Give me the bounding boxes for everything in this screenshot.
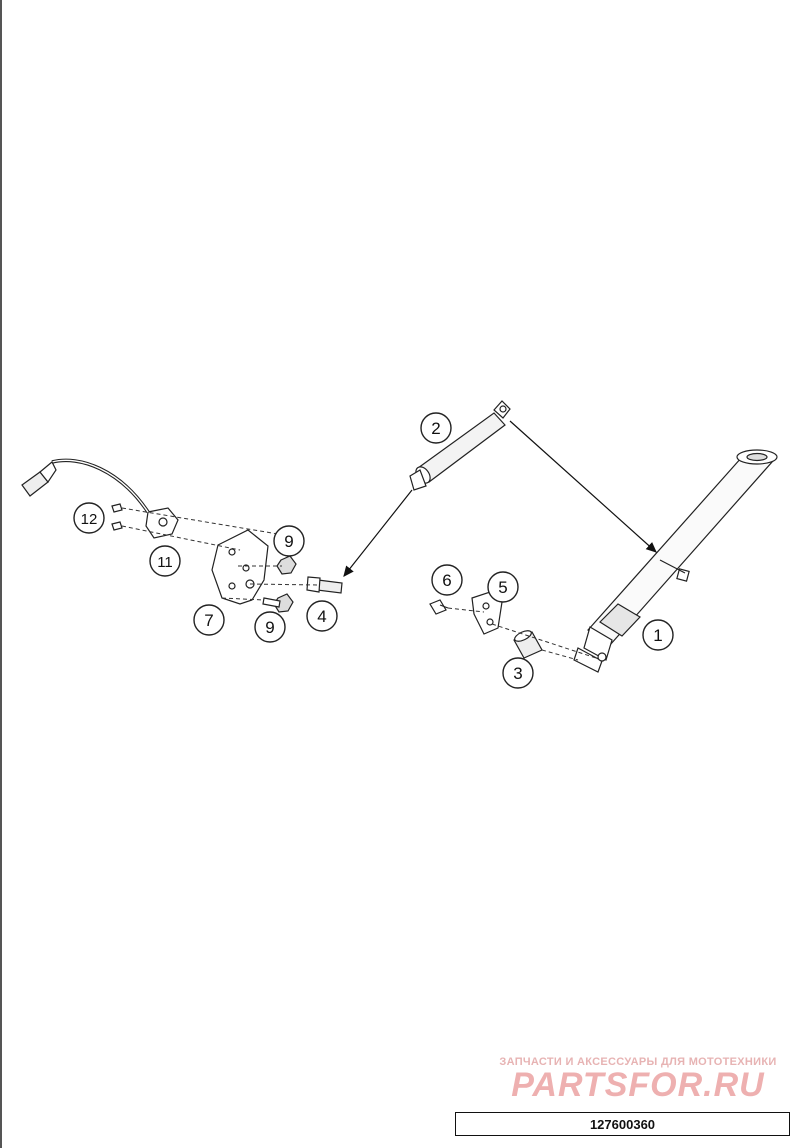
stud-bolt: [306, 576, 343, 594]
svg-text:9: 9: [265, 618, 274, 637]
callout-4: 4: [306, 600, 338, 632]
screw-6: [429, 599, 449, 615]
callout-9-upper: 9: [273, 525, 305, 557]
assembly-axes: [121, 507, 597, 661]
callout-2: 2: [420, 412, 452, 444]
svg-text:7: 7: [204, 611, 213, 630]
svg-text:11: 11: [157, 554, 173, 571]
part-number-box: 127600360: [455, 1112, 790, 1136]
svg-text:3: 3: [513, 664, 522, 683]
spring-arrows: [343, 420, 657, 577]
callout-11: 11: [149, 545, 181, 577]
callout-6: 6: [431, 564, 463, 596]
svg-text:2: 2: [431, 419, 440, 438]
watermark-logo: PARTSFOR.RU: [511, 1066, 765, 1104]
mounting-bracket: [211, 529, 269, 605]
side-stand-leg: [573, 449, 778, 673]
tab-plate: [471, 591, 503, 635]
callout-1: 1: [642, 619, 674, 651]
watermark-tagline: ЗАПЧАСТИ И АКСЕССУАРЫ ДЛЯ МОТОТЕХНИКИ: [499, 1056, 777, 1068]
part-number: 127600360: [589, 1116, 656, 1132]
bolt-lower: [262, 597, 281, 608]
svg-text:12: 12: [81, 511, 98, 528]
svg-text:1: 1: [653, 626, 662, 645]
screws-12: [111, 503, 123, 531]
callout-3: 3: [502, 657, 534, 689]
callout-7: 7: [193, 604, 225, 636]
side-stand-switch: [21, 458, 179, 539]
svg-text:4: 4: [317, 607, 326, 626]
callout-12: 12: [73, 502, 105, 534]
callout-5: 5: [487, 571, 519, 603]
svg-text:5: 5: [498, 578, 507, 597]
spring: [409, 400, 511, 491]
svg-text:6: 6: [442, 571, 451, 590]
nut-9-upper: [276, 555, 297, 575]
frame-border: [0, 0, 2, 1148]
pivot-bolt: [513, 630, 543, 659]
callout-9-lower: 9: [254, 611, 286, 643]
svg-text:9: 9: [284, 532, 293, 551]
